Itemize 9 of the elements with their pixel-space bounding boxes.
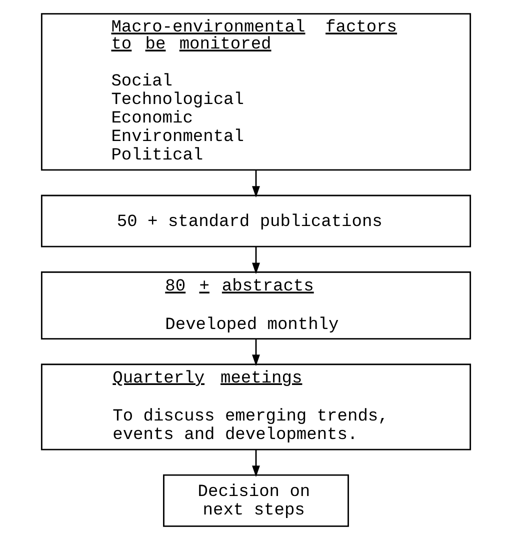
node-box: Quarterly meetings To discuss emerging trends, events and developments. [40, 364, 472, 450]
node-box: Macro-environmental factors to be monitored Social Technological Economic Environmental Political [40, 13, 472, 171]
arrow [252, 170, 260, 198]
arrow [252, 450, 260, 477]
node-box: 50 + standard publications [40, 194, 472, 248]
node-box: Decision on next steps [163, 474, 349, 527]
arrow [252, 339, 260, 366]
arrow [252, 246, 260, 274]
node-box: 80 + abstracts Developed monthly [40, 271, 472, 340]
